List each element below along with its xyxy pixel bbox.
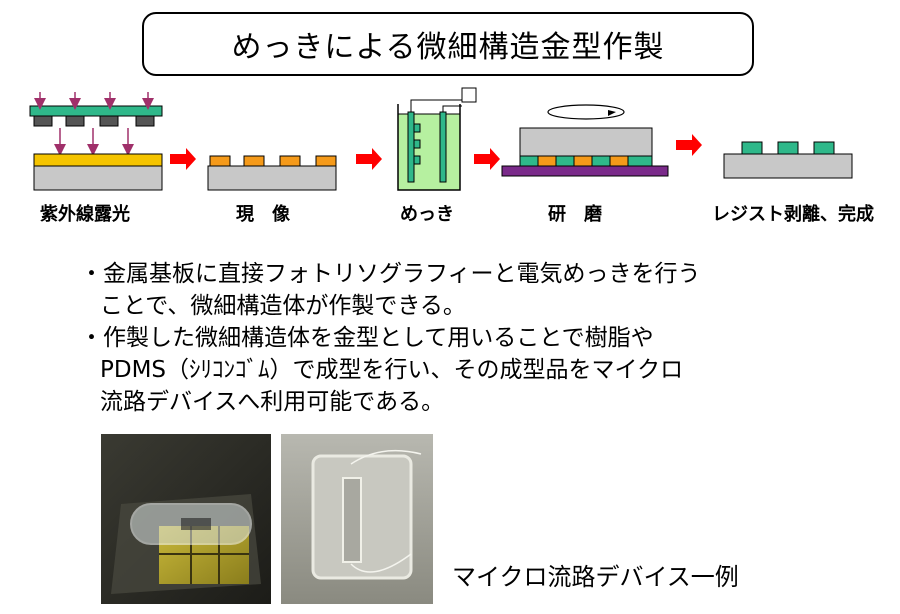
plated-pattern [519, 155, 653, 167]
resist-pattern [243, 155, 265, 167]
uv-light-arrows [34, 92, 154, 156]
step-complete-figure [723, 141, 853, 179]
process-arrow [170, 148, 196, 170]
microchannel [342, 477, 362, 563]
step-polishing-figure [501, 104, 669, 177]
step-label-development: 現 像 [236, 204, 290, 225]
process-arrow [474, 148, 500, 170]
metal-microstructure [813, 141, 835, 155]
step-label-plating: めっき [400, 204, 454, 225]
step-development-figure [207, 155, 337, 191]
device-photo-2 [281, 434, 433, 604]
bullet-2-line-1: ・作製した微細構造体を金型として用いることで樹脂や [80, 325, 654, 351]
plating-bath-vessel [397, 104, 461, 191]
resist-pattern [279, 155, 301, 167]
mask-pattern [33, 115, 53, 127]
step-uv-exposure-figure [29, 92, 163, 191]
mask-pattern [135, 115, 155, 127]
cathode-substrate [407, 111, 415, 183]
metal-microstructure [741, 141, 763, 155]
bullet-1-line-1: ・金属基板に直接フォトリソグラフィーと電気めっきを行う [80, 261, 701, 287]
description-bullets: ・金属基板に直接フォトリソグラフィーと電気めっきを行う ことで、微細構造体が作製… [80, 258, 870, 418]
substrate [207, 165, 337, 191]
step-plating-figure [397, 87, 477, 191]
photo-caption: マイクロ流路デバイス一例 [452, 563, 739, 591]
bullet-2-line-3: 流路デバイスへ利用可能である。 [100, 389, 445, 415]
device-photo-1 [101, 434, 271, 604]
photomask-glass [29, 105, 163, 117]
polishing-pad [501, 165, 669, 177]
resist-layer [33, 153, 163, 167]
process-diagram [29, 87, 853, 191]
page-title: めっきによる微細構造金型作製 [231, 30, 665, 65]
substrate [33, 165, 163, 191]
substrate-inverted [519, 127, 653, 157]
bullet-2-line-2: PDMS（ｼﾘｺﾝｺﾞﾑ）で成型を行い、その成型品をマイクロ [100, 357, 684, 383]
resist-pattern [209, 155, 231, 167]
step-label-polishing: 研 磨 [548, 204, 602, 225]
anode [439, 111, 447, 183]
rotation-indicator [547, 104, 625, 120]
power-supply [461, 87, 477, 103]
step-label-complete: レジスト剥離、完成 [712, 204, 874, 225]
step-label-uv-exposure: 紫外線露光 [40, 204, 130, 225]
plating-bath-liquid [397, 113, 461, 191]
title-box: めっきによる微細構造金型作製 [142, 12, 754, 76]
mask-pattern [99, 115, 119, 127]
resist-pattern [315, 155, 337, 167]
substrate [723, 153, 853, 179]
metal-microstructure [777, 141, 799, 155]
mask-pattern [65, 115, 85, 127]
wire [442, 105, 462, 112]
process-arrow [356, 148, 382, 170]
bullet-1-line-2: ことで、微細構造体が作製できる。 [100, 293, 466, 319]
process-arrow [676, 134, 702, 156]
